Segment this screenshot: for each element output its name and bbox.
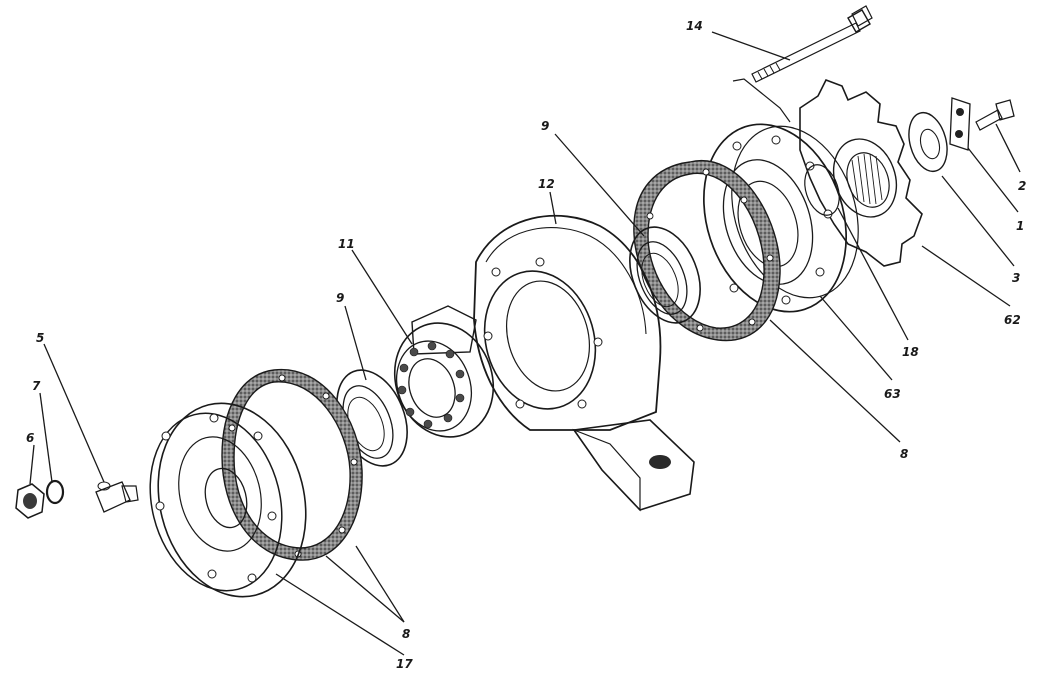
bolt-long: [751, 5, 873, 83]
gasket-right: [633, 159, 781, 342]
callout-5: 5: [36, 331, 44, 345]
end-cover: [149, 402, 307, 598]
callout-18: 18: [902, 345, 919, 359]
callout-9-right: 9: [541, 119, 549, 133]
oil-seal-cup: [804, 164, 840, 216]
callout-labels: 14 9 12 11 9 5 7 6 2 1 3 62 18 63 8 8 17: [26, 19, 1026, 671]
bearing-cover: [702, 123, 859, 313]
callout-8-left: 8: [402, 627, 410, 641]
washer-sprocket-side: [908, 111, 948, 173]
grease-fitting: [95, 481, 139, 513]
bearing-housing: [411, 214, 695, 512]
lock-plate: [949, 97, 971, 151]
callout-14: 14: [686, 19, 703, 33]
gasket-left: [221, 368, 363, 561]
nut: [15, 483, 45, 519]
seal-ring-right: [629, 226, 701, 324]
callout-9-left: 9: [336, 291, 344, 305]
callout-11: 11: [338, 237, 355, 251]
callout-6: 6: [26, 431, 34, 445]
callout-62: 62: [1004, 313, 1021, 327]
callout-2: 2: [1018, 179, 1026, 193]
washer-small: [45, 479, 65, 505]
callout-7: 7: [32, 379, 41, 393]
lock-wire: [732, 78, 791, 123]
callout-3: 3: [1012, 271, 1020, 285]
callout-8-right: 8: [900, 447, 908, 461]
sprocket: [799, 78, 923, 267]
ball-bearing: [393, 322, 495, 438]
callout-12: 12: [538, 177, 555, 191]
callout-63: 63: [884, 387, 901, 401]
bolt-small: [975, 99, 1015, 131]
leader-lines: [29, 31, 1021, 656]
callout-17: 17: [396, 657, 413, 671]
callout-1: 1: [1016, 219, 1024, 233]
